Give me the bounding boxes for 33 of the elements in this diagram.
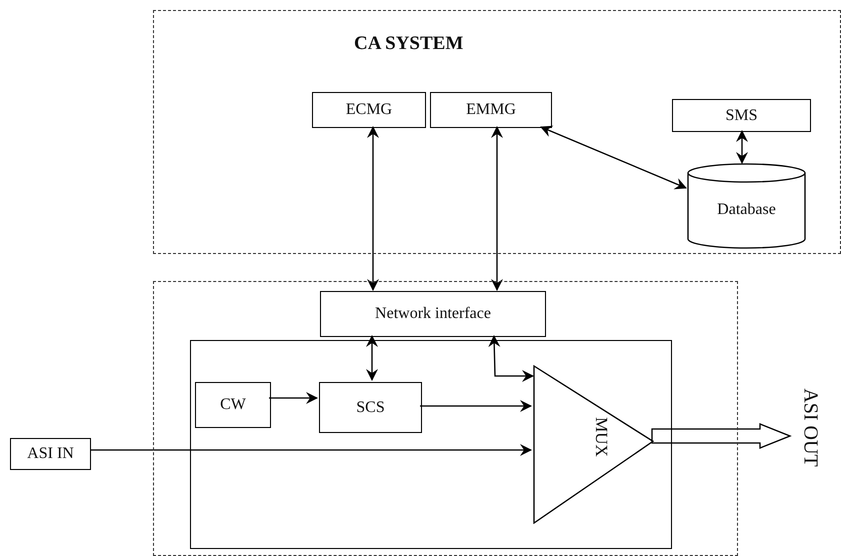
- node-label: MUX: [590, 417, 611, 457]
- arrow: [736, 130, 748, 164]
- node-label: ASI IN: [26, 445, 75, 463]
- process-box: [319, 382, 422, 433]
- node-label: SCS: [355, 398, 386, 416]
- node-label: Database: [716, 201, 777, 219]
- process-box: [195, 382, 271, 428]
- diagram-heading: CA SYSTEM: [354, 33, 464, 55]
- node-label: ECMG: [344, 101, 394, 119]
- node-label: Network interface: [374, 305, 492, 323]
- node-label: EMMG: [465, 101, 517, 119]
- arrow: [366, 335, 378, 381]
- process-box: [312, 92, 426, 128]
- process-box: [430, 92, 552, 128]
- process-box: [320, 291, 546, 337]
- database-cylinder: [687, 163, 806, 249]
- multiplexer-triangle: [533, 365, 654, 524]
- arrow: [367, 126, 379, 291]
- node-label: CW: [219, 396, 247, 414]
- system-boundary: [153, 281, 738, 556]
- node-label: ASI OUT: [798, 387, 822, 469]
- arrow: [491, 126, 503, 291]
- arrow: [420, 400, 532, 412]
- node-label: SMS: [724, 106, 759, 124]
- group-box: [190, 340, 672, 549]
- arrow: [540, 126, 687, 190]
- system-boundary: [153, 10, 841, 254]
- arrow: [488, 335, 534, 382]
- process-box: [672, 99, 811, 132]
- arrow: [269, 392, 318, 404]
- input-box: [10, 438, 91, 470]
- arrow: [91, 444, 532, 456]
- block-arrow: [651, 423, 792, 449]
